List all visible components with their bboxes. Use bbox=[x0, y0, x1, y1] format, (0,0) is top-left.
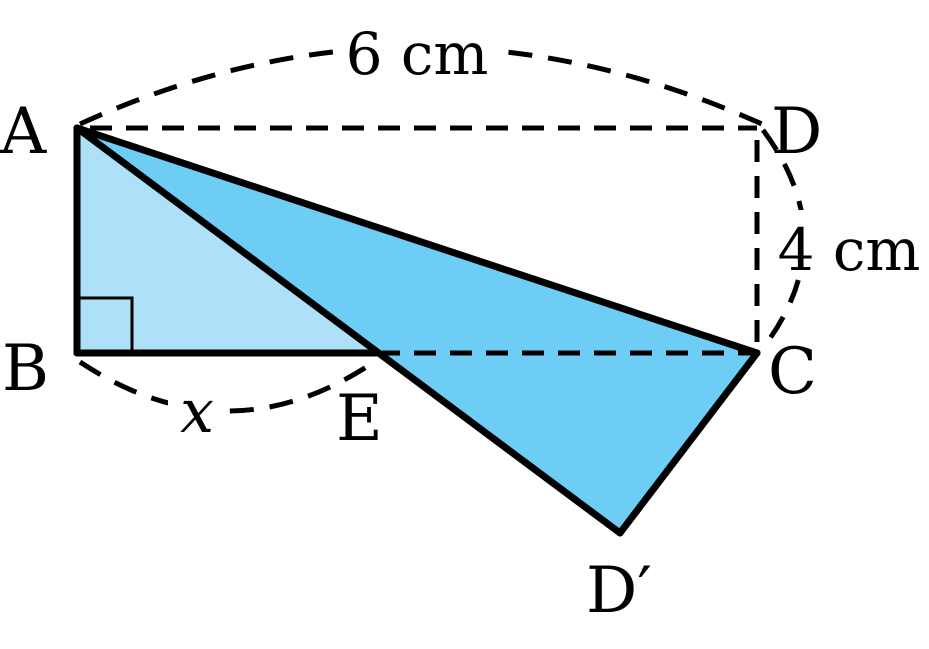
point-label-a: A bbox=[0, 95, 47, 169]
triangle-acd-prime bbox=[77, 128, 757, 533]
point-label-d: D bbox=[771, 95, 822, 169]
label-bottom-x: x bbox=[180, 377, 214, 447]
edge-cd-prime bbox=[616, 349, 761, 537]
dashed-rectangle-edges bbox=[90, 125, 760, 356]
edge-ac bbox=[73, 124, 761, 357]
label-mask-right bbox=[772, 210, 922, 278]
point-label-c: C bbox=[768, 335, 817, 409]
right-angle-marker bbox=[77, 296, 134, 353]
point-label-d-prime: D′ bbox=[586, 554, 652, 628]
label-right-4cm: 4 cm bbox=[778, 216, 921, 284]
solid-edges bbox=[73, 124, 761, 537]
label-mask-top bbox=[335, 15, 500, 87]
arc-right bbox=[760, 128, 807, 350]
point-label-b: B bbox=[2, 332, 49, 406]
point-label-e: E bbox=[336, 382, 383, 456]
arc-top bbox=[78, 44, 764, 127]
label-mask-bottom bbox=[168, 380, 228, 440]
dimension-arcs bbox=[78, 44, 807, 414]
edge-ad-prime bbox=[73, 124, 624, 537]
label-top-6cm: 6 cm bbox=[346, 20, 489, 88]
arc-bottom bbox=[78, 359, 376, 414]
